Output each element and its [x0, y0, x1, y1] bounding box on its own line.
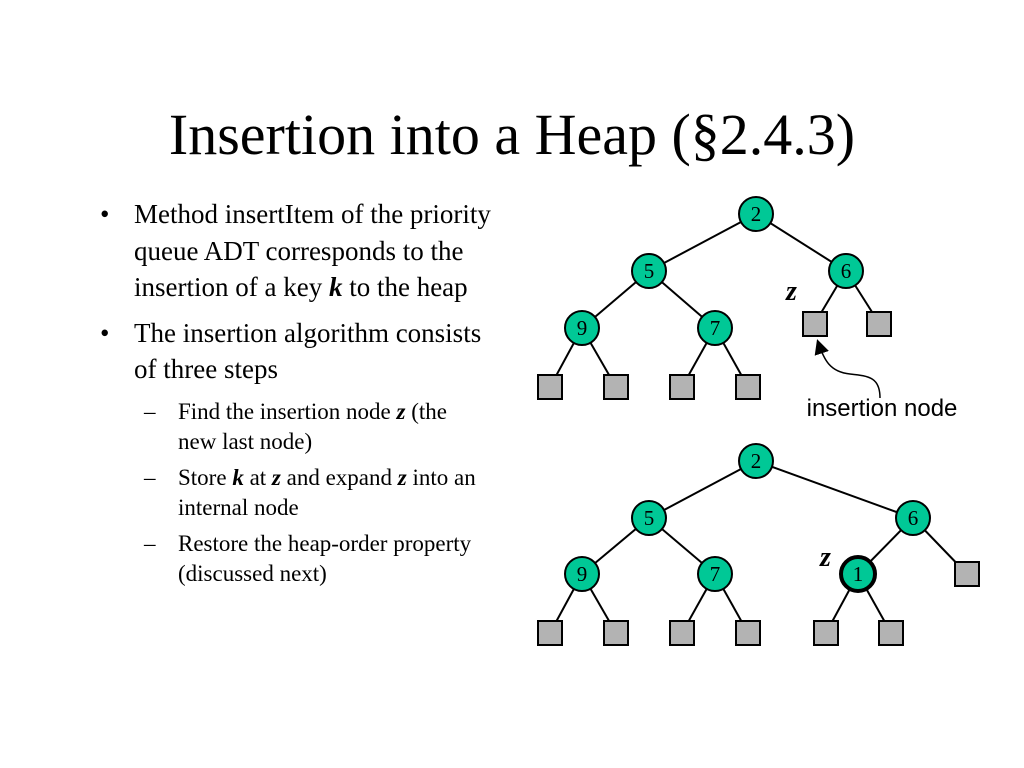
- slide-title: Insertion into a Heap (§2.4.3): [168, 102, 856, 167]
- sub-bullet-marker: –: [144, 464, 156, 490]
- leaf-node: [537, 374, 563, 400]
- tree-edges: [549, 213, 880, 388]
- leaf-node: [669, 620, 695, 646]
- heap-tree-after: 2 5 6 9 7 1 z: [537, 443, 980, 646]
- svg-text:6: 6: [908, 506, 919, 530]
- svg-text:1: 1: [853, 562, 864, 586]
- leaf-node: [735, 374, 761, 400]
- insertion-node-label: insertion node: [807, 395, 958, 422]
- heap-node: 9: [564, 310, 600, 346]
- svg-text:5: 5: [644, 506, 655, 530]
- heap-node: 9: [564, 556, 600, 592]
- sub-bullet-item: – Restore the heap-order property (discu…: [144, 529, 478, 589]
- heap-node: 2: [738, 443, 774, 479]
- heap-node: 7: [697, 556, 733, 592]
- leaf-node: [866, 311, 892, 337]
- heap-tree-before: 2 5 6 9 7 z insertion node: [537, 196, 958, 422]
- svg-text:6: 6: [841, 259, 852, 283]
- bullet-text: Method insertItem of the priority queue …: [134, 199, 491, 302]
- svg-text:9: 9: [577, 316, 588, 340]
- heap-node: 5: [631, 253, 667, 289]
- bullet-marker: •: [100, 199, 110, 229]
- tree-edges: [549, 460, 968, 634]
- heap-node: 6: [828, 253, 864, 289]
- new-heap-node: 1: [839, 555, 877, 593]
- sub-bullet-text: Find the insertion node z (the new last …: [178, 398, 447, 454]
- leaf-node: [813, 620, 839, 646]
- leaf-node: [802, 311, 828, 337]
- svg-text:7: 7: [710, 562, 721, 586]
- bullet-item: • Method insertItem of the priority queu…: [100, 196, 500, 306]
- svg-text:2: 2: [751, 202, 762, 226]
- sub-bullet-text: Store k at z and expand z into an intern…: [178, 464, 476, 520]
- svg-text:2: 2: [751, 449, 762, 473]
- leaf-node: [537, 620, 563, 646]
- leaf-node: [603, 620, 629, 646]
- bullet-item: • The insertion algorithm consists of th…: [100, 315, 500, 388]
- leaf-node: [735, 620, 761, 646]
- heap-node: 5: [631, 500, 667, 536]
- sub-bullet-item: – Store k at z and expand z into an inte…: [144, 463, 478, 523]
- sub-bullet-marker: –: [144, 398, 156, 424]
- svg-text:5: 5: [644, 259, 655, 283]
- svg-text:9: 9: [577, 562, 588, 586]
- bullet-text: The insertion algorithm consists of thre…: [134, 317, 482, 385]
- z-label: z: [785, 276, 797, 307]
- insertion-arrow: [814, 339, 881, 399]
- leaf-node: [954, 561, 980, 587]
- svg-text:7: 7: [710, 316, 721, 340]
- z-label: z: [819, 542, 831, 573]
- leaf-node: [669, 374, 695, 400]
- leaf-node: [603, 374, 629, 400]
- heap-node: 7: [697, 310, 733, 346]
- leaf-node: [878, 620, 904, 646]
- heap-node: 6: [895, 500, 931, 536]
- bullet-marker: •: [100, 317, 110, 348]
- sub-bullet-marker: –: [144, 530, 156, 556]
- heap-node: 2: [738, 196, 774, 232]
- bullet-list: • Method insertItem of the priority queu…: [100, 196, 500, 595]
- sub-bullet-item: – Find the insertion node z (the new las…: [144, 397, 478, 457]
- sub-bullet-text: Restore the heap-order property (discuss…: [178, 530, 472, 586]
